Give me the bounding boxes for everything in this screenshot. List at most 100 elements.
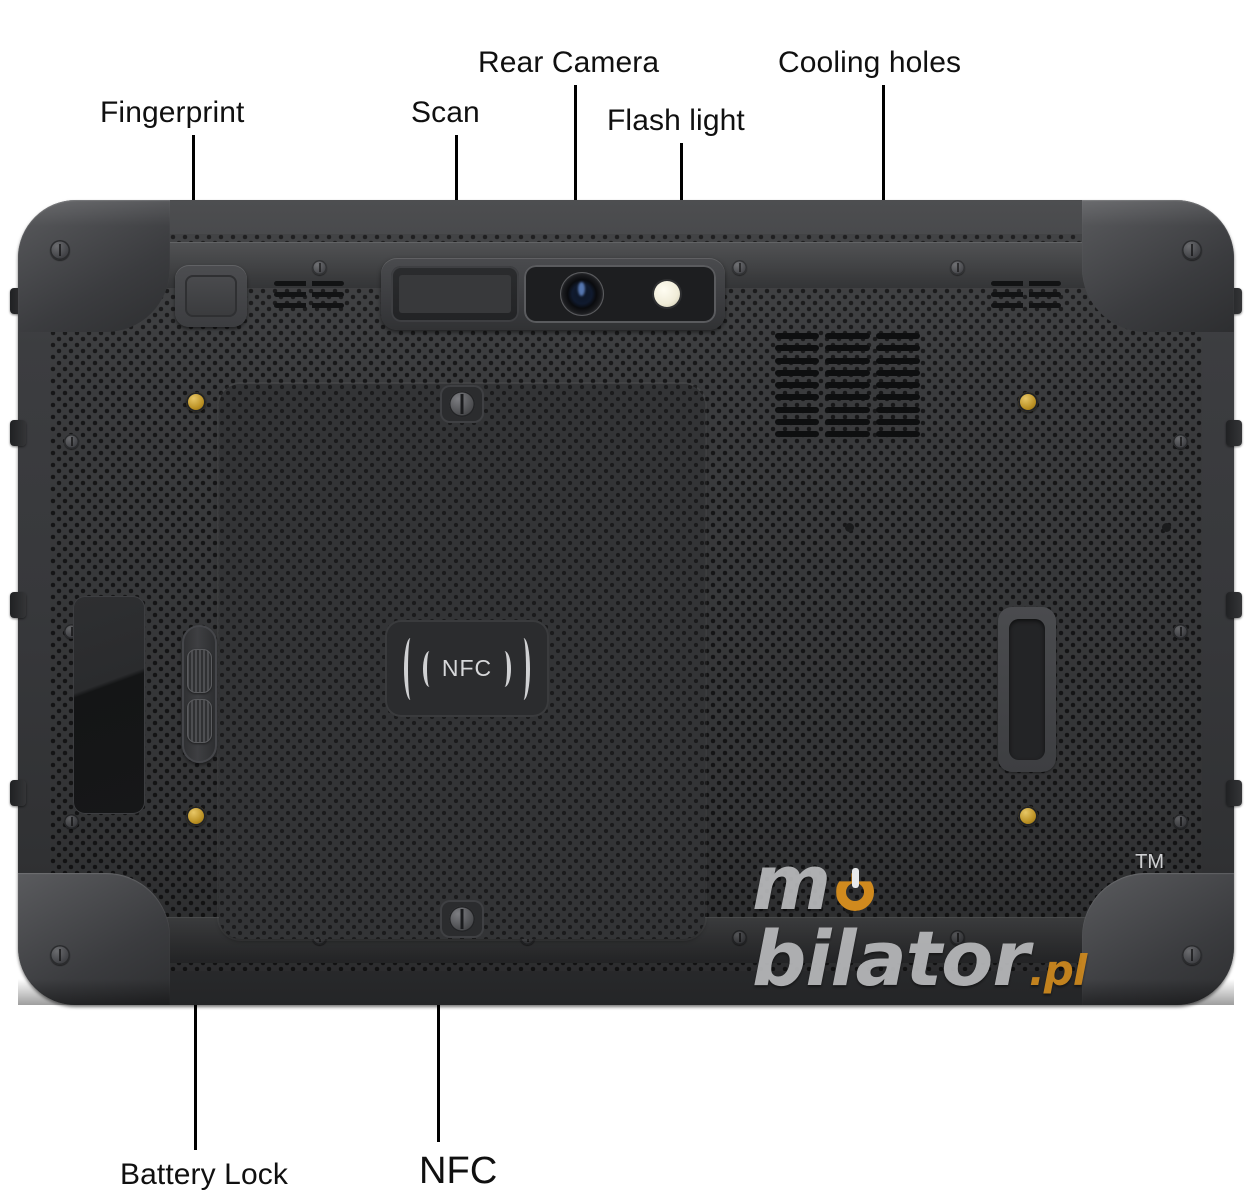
- vent-slot: [825, 382, 870, 388]
- vent-slot: [775, 357, 820, 364]
- screw-top-5: [950, 260, 965, 275]
- screw-right-2: [1173, 624, 1188, 639]
- vent-slot: [875, 418, 920, 425]
- rear-camera-lens[interactable]: [560, 272, 604, 316]
- battery-cover-latch-top[interactable]: [442, 387, 482, 421]
- body-pinhole-1: [845, 523, 854, 532]
- battery-lock-slider[interactable]: [182, 625, 217, 763]
- vent-slot: [875, 369, 920, 376]
- vent-slot: [825, 357, 870, 364]
- fingerprint-sensor-pad: [185, 275, 237, 317]
- callout-label-fingerprint: Fingerprint: [100, 96, 245, 129]
- vent-slot: [775, 369, 820, 376]
- callout-label-battery-lock: Battery Lock: [120, 1158, 288, 1191]
- edge-port-cover-left-2: [10, 420, 26, 446]
- scan-window[interactable]: [391, 266, 519, 322]
- hand-strap-slot: [998, 607, 1056, 772]
- screw-top-2: [312, 260, 327, 275]
- brass-screw-bottom-right: [1018, 806, 1038, 826]
- flash-light-led[interactable]: [654, 281, 680, 307]
- callout-label-cooling-holes: Cooling holes: [778, 46, 962, 79]
- grille-bar: [991, 303, 1061, 308]
- grille-bar: [274, 303, 344, 308]
- vent-slot: [875, 382, 920, 388]
- screw-corner-tr: [1182, 240, 1202, 260]
- corner-bumper-top-right: [1082, 200, 1234, 332]
- vent-slot: [775, 394, 820, 401]
- nfc-badge-label: NFC: [441, 655, 493, 681]
- camera-module-strip: [381, 258, 725, 330]
- vent-slot: [875, 333, 920, 339]
- vent-slot: [775, 333, 820, 339]
- screw-bottom-4: [732, 930, 747, 945]
- vent-slot: [775, 406, 820, 413]
- brass-screw-top-left: [186, 392, 206, 412]
- screw-corner-br: [1182, 945, 1202, 965]
- vent-slot: [875, 406, 920, 413]
- vent-slot: [825, 345, 870, 352]
- fingerprint-sensor[interactable]: [175, 265, 247, 327]
- vent-slot: [775, 418, 820, 425]
- vent-slot: [875, 431, 920, 437]
- callout-label-nfc: NFC: [419, 1150, 498, 1192]
- latch-screw-icon: [449, 391, 475, 417]
- scan-window-glass: [399, 275, 511, 313]
- body-pinhole-2: [1162, 523, 1171, 532]
- grille-bar: [274, 281, 344, 286]
- corner-bumper-top-left: [18, 200, 170, 332]
- corner-bumper-bottom-right: [1082, 873, 1234, 1005]
- callout-label-flash-light: Flash light: [607, 104, 745, 137]
- nfc-wave-outer-right-icon: [517, 637, 531, 700]
- battery-cover[interactable]: [219, 384, 705, 939]
- vent-slot: [775, 345, 820, 352]
- nfc-wave-outer-left-icon: [403, 637, 417, 700]
- nfc-badge: NFC: [385, 620, 549, 717]
- nfc-wave-inner-left-icon: [422, 650, 436, 687]
- nfc-wave-inner-right-icon: [498, 650, 512, 687]
- hand-strap-slot-recess: [1009, 619, 1045, 760]
- callout-label-rear-camera: Rear Camera: [478, 46, 660, 79]
- corner-bumper-bottom-left: [18, 873, 170, 1005]
- battery-cover-texture: [219, 384, 705, 939]
- screw-right-1: [1173, 434, 1188, 449]
- vent-slot: [825, 369, 870, 376]
- body-pinhole-3: [845, 905, 854, 914]
- edge-port-cover-right-3: [1226, 592, 1242, 618]
- vent-slot: [775, 431, 820, 437]
- edge-port-cover-right-4: [1226, 780, 1242, 806]
- screw-right-3: [1173, 814, 1188, 829]
- battery-lock-grip-upper[interactable]: [187, 649, 212, 693]
- vent-slot: [825, 394, 870, 401]
- camera-block: [524, 265, 716, 323]
- edge-port-cover-left-4: [10, 780, 26, 806]
- screw-bottom-5: [950, 930, 965, 945]
- battery-lock-grip-lower[interactable]: [187, 699, 212, 743]
- screw-corner-tl: [50, 240, 70, 260]
- speaker-grille-right: [991, 281, 1061, 308]
- vent-slot: [825, 418, 870, 425]
- speaker-grille-left: [274, 281, 344, 308]
- vent-slot: [875, 394, 920, 401]
- vent-slot: [825, 333, 870, 339]
- brass-screw-bottom-left: [186, 806, 206, 826]
- vent-slot: [875, 345, 920, 352]
- latch-screw-icon: [449, 906, 475, 932]
- screw-top-4: [732, 260, 747, 275]
- vent-slot: [825, 431, 870, 437]
- vent-slot: [775, 382, 820, 388]
- antenna-window-panel: [73, 596, 145, 814]
- vent-slot: [875, 357, 920, 364]
- vent-slot: [825, 406, 870, 413]
- edge-port-cover-left-3: [10, 592, 26, 618]
- grille-bar: [274, 292, 344, 297]
- screw-left-3: [64, 814, 79, 829]
- screw-left-1: [64, 434, 79, 449]
- edge-port-cover-right-2: [1226, 420, 1242, 446]
- callout-label-scan: Scan: [411, 96, 480, 129]
- battery-cover-latch-bottom[interactable]: [442, 902, 482, 936]
- leader-line-rear-camera: [574, 85, 577, 293]
- grille-bar: [991, 281, 1061, 286]
- grille-bar: [991, 292, 1061, 297]
- cooling-holes-vent: [775, 333, 920, 437]
